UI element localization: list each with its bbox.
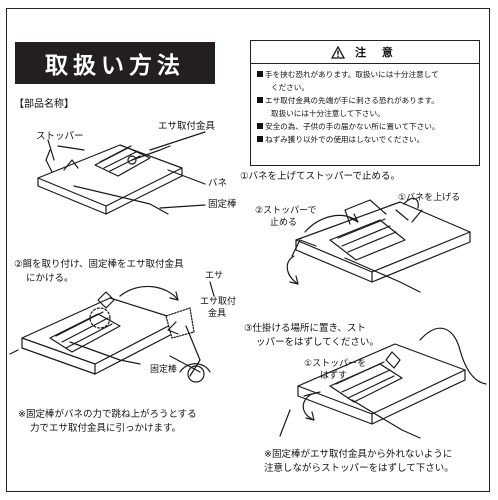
arrow-stopper — [304, 214, 359, 233]
label-spring: バネ — [208, 178, 228, 189]
sheet-frame — [6, 8, 490, 492]
bullet-icon — [257, 136, 263, 142]
step3-note-line1: ※固定棒がエサ取付金具から外れないように — [264, 449, 453, 460]
step1-stopper-line1: ②ストッパーで — [255, 206, 317, 216]
step3-instruction-line2: ッパーをはずしてください。 — [256, 337, 379, 348]
step1-stopper-line2: 止める — [270, 218, 298, 228]
bullet-icon — [257, 123, 263, 129]
leader-spring — [167, 169, 206, 185]
warning-icon — [331, 45, 346, 59]
step2-note-line2: 力でエサ取付金具に引っかけます。 — [30, 423, 182, 434]
step2-instruction-line1: ②餌を取り付け、固定棒をエサ取付金具 — [14, 259, 184, 270]
caution-heading: 注 意 — [251, 41, 479, 64]
trap-parts-illustration — [37, 144, 183, 215]
step2-note-line1: ※固定棒がバネの力で跳ね上がろうとする — [18, 409, 197, 420]
bait-detail-illustration — [119, 281, 215, 383]
trap-step3-illustration — [297, 343, 466, 439]
leader-bait-hook — [149, 131, 206, 151]
caution-item: ねずみ獲り以外での使用はしないでください。 — [257, 133, 473, 146]
parts-section-label: 【部品名称】 — [14, 99, 74, 110]
floor-line — [279, 409, 291, 437]
caution-item: 手を挟む恐れがあります。取扱いには十分注意して — [257, 68, 473, 81]
caution-box: 注 意 手を挟む恐れがあります。取扱いには十分注意して ください。 エサ取付金具… — [250, 40, 480, 166]
trap-step1-illustration — [291, 197, 471, 293]
wall-line — [419, 327, 487, 385]
label-rod-step2: 固定棒 — [150, 365, 178, 375]
caution-heading-text: 注 意 — [355, 46, 399, 59]
label-hook-line2: 金具 — [208, 309, 227, 319]
arrow-lift — [286, 255, 299, 285]
step3-remove-line2: はずす — [320, 371, 348, 381]
step1-instruction: ①バネを上げてストッパーで止める。 — [240, 171, 400, 182]
caution-item: ください。 — [271, 83, 309, 92]
leader-stopper — [47, 139, 55, 161]
step2-instruction-line2: にかける。 — [26, 273, 74, 284]
trap-step2-illustration — [9, 291, 181, 375]
label-hook-line1: エサ取付 — [200, 297, 237, 307]
leader-rod — [159, 204, 206, 209]
step1-lift-spring: ①バネを上げる — [398, 193, 461, 203]
label-rod: 固定棒 — [208, 199, 237, 210]
step3-remove-line1: ①ストッパーを — [304, 359, 367, 369]
caution-list: 手を挟む恐れがあります。取扱いには十分注意して ください。 エサ取付金具の先端が… — [251, 64, 479, 146]
step3-instruction-line1: ③仕掛ける場所に置き、スト — [244, 323, 366, 334]
step3-note-line2: 注意しながらストッパーをはずして下さい。 — [264, 463, 454, 474]
caution-item: 安全の為、子供の手の届かない所に置いて下さい。 — [257, 120, 473, 133]
label-bait-hook: エサ取付金具 — [158, 121, 216, 132]
caution-item: エサ取付金具の先端が手に刺さる恐れがあります。 — [257, 94, 473, 107]
label-stopper: ストッパー — [36, 131, 84, 142]
page-title: 取扱い方法 — [15, 42, 215, 84]
bullet-icon — [257, 97, 263, 103]
label-bait: エサ — [205, 271, 224, 281]
bullet-icon — [257, 71, 263, 77]
caution-item: 取扱いには十分注意して下さい。 — [271, 109, 385, 118]
arrow-remove — [302, 393, 315, 421]
